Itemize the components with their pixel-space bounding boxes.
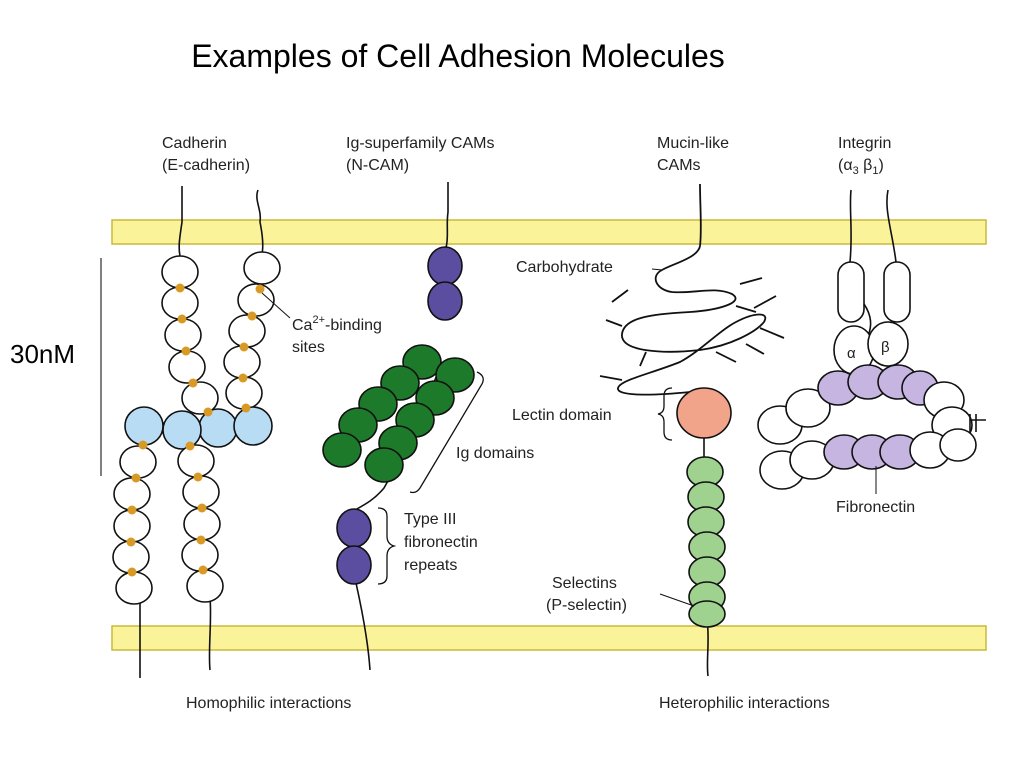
ca-binding-label: Ca2+-binding sites xyxy=(292,314,382,356)
svg-text:Ca2+-binding: Ca2+-binding xyxy=(292,314,382,334)
top-membrane xyxy=(111,219,987,245)
ca-pointer xyxy=(261,292,291,319)
svg-text:(E-cadherin): (E-cadherin) xyxy=(162,157,250,174)
beta-label: β xyxy=(881,339,890,356)
svg-text:sites: sites xyxy=(292,339,325,356)
carbohydrate-label: Carbohydrate xyxy=(516,259,613,276)
svg-text:Selectins: Selectins xyxy=(552,575,617,592)
header-ig-cam: Ig-superfamily CAMs (N-CAM) xyxy=(346,135,494,174)
page-title: Examples of Cell Adhesion Molecules xyxy=(191,38,725,74)
header-mucin: Mucin-like CAMs xyxy=(657,135,729,174)
homophilic-label: Homophilic interactions xyxy=(186,695,351,712)
svg-text:(N-CAM): (N-CAM) xyxy=(346,157,409,174)
ig-domains-brace xyxy=(409,371,484,494)
heterophilic-label: Heterophilic interactions xyxy=(659,695,830,712)
svg-text:repeats: repeats xyxy=(404,557,457,574)
integrin-molecule xyxy=(833,189,911,375)
carbohydrate-pointer xyxy=(651,268,663,271)
selectin-pointer xyxy=(659,593,695,607)
selectin-label: Selectins (P-selectin) xyxy=(546,575,627,614)
scale-label: 30nM xyxy=(10,339,75,369)
selectin-molecule xyxy=(676,387,732,677)
type3-label: Type III fibronectin repeats xyxy=(404,511,478,574)
svg-text:CAMs: CAMs xyxy=(657,157,701,174)
lectin-brace xyxy=(657,387,673,441)
header-cadherin: Cadherin (E-cadherin) xyxy=(162,135,250,174)
ig-cam-molecule xyxy=(322,182,475,671)
svg-text:fibronectin: fibronectin xyxy=(404,534,478,551)
type3-brace xyxy=(377,507,397,585)
header-integrin: Integrin (α3 β1) xyxy=(838,135,891,177)
ig-domains-label: Ig domains xyxy=(456,445,534,462)
mucin-molecule xyxy=(599,183,785,396)
svg-text:Cadherin: Cadherin xyxy=(162,135,227,152)
cadherin-molecule xyxy=(112,186,281,678)
lectin-label: Lectin domain xyxy=(512,407,612,424)
calcium-binding-dots xyxy=(126,283,265,577)
fibronectin-molecule xyxy=(757,364,986,490)
svg-text:(α3 β1): (α3 β1) xyxy=(838,157,884,177)
alpha-label: α xyxy=(847,345,856,362)
svg-text:Ig-superfamily CAMs: Ig-superfamily CAMs xyxy=(346,135,494,152)
svg-text:Integrin: Integrin xyxy=(838,135,891,152)
fibronectin-label: Fibronectin xyxy=(836,499,915,516)
svg-text:Type III: Type III xyxy=(404,511,456,528)
bottom-membrane xyxy=(111,625,987,651)
svg-text:(P-selectin): (P-selectin) xyxy=(546,597,627,614)
svg-text:Mucin-like: Mucin-like xyxy=(657,135,729,152)
